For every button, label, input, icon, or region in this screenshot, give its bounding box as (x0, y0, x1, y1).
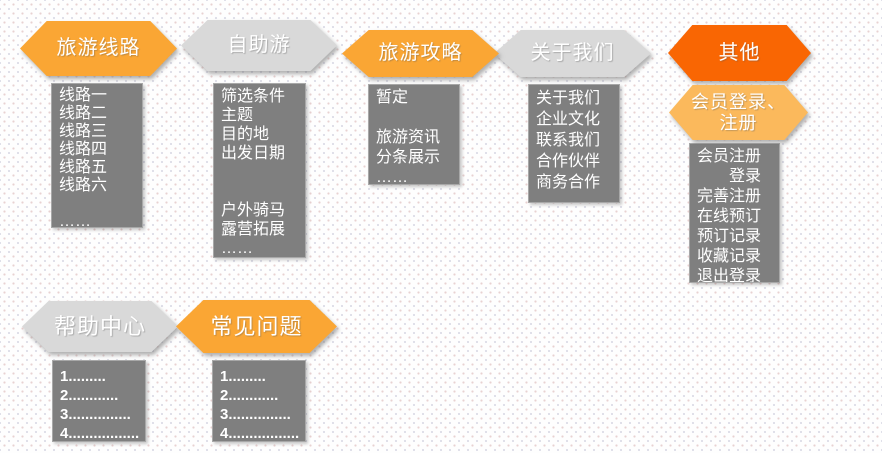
list-item: 4................. (60, 425, 140, 442)
node-other-label: 其他 (718, 41, 761, 64)
list-item: 旅游资讯 (376, 129, 441, 146)
list-item (221, 182, 301, 201)
hexagon-shape: 其他 (668, 25, 811, 81)
list-item: 出发日期 (221, 145, 286, 162)
self-guided-tour-list: 筛选条件主题目的地出发日期户外骑马露营拓展 …… (213, 83, 306, 258)
node-travel-guide: 旅游攻略 (342, 30, 499, 77)
list-item: 分条展示 (376, 149, 441, 166)
node-help-center-label: 帮助中心 (53, 313, 146, 339)
node-faq: 常见问题 (176, 300, 337, 353)
list-item: 筛选条件 (221, 88, 286, 105)
hexagon-shape: 旅游攻略 (342, 30, 499, 77)
list-item: 预订记录 (697, 228, 762, 245)
list-item: 关于我们 (536, 90, 601, 107)
list-item: 线路六 (59, 177, 108, 194)
node-other: 其他 (668, 25, 811, 81)
list-item: 3............... (220, 406, 291, 423)
list-item: 4................. (220, 425, 300, 442)
node-travel-routes-label: 旅游线路 (56, 37, 141, 59)
node-self-guided-tour: 自助游 (181, 20, 337, 71)
node-self-guided-tour-label: 自助游 (227, 34, 291, 56)
hexagon-shape: 常见问题 (176, 300, 337, 353)
about-us-list: 关于我们企业文化联系我们合作伙伴商务合作 (528, 84, 620, 203)
list-item: 完善注册 (697, 188, 762, 205)
list-item: 线路五 (59, 159, 108, 176)
list-item: 主题 (221, 107, 254, 124)
node-about-us-label: 关于我们 (530, 42, 615, 64)
list-item: 3............... (60, 406, 131, 423)
list-item: 线路三 (59, 123, 108, 140)
list-item: 线路四 (59, 141, 108, 158)
node-about-us: 关于我们 (494, 30, 651, 77)
node-faq-label: 常见问题 (210, 313, 303, 339)
hexagon-shape: 帮助中心 (22, 301, 178, 352)
node-help-center: 帮助中心 (22, 301, 178, 352)
list-item: 在线预订 (697, 208, 762, 225)
list-item: 收藏记录 (697, 248, 762, 265)
member-login-register-list: 会员注册 登录完善注册在线预订预订记录收藏记录退出登录 (689, 143, 780, 283)
travel-routes-list: 线路一线路二线路三线路四线路五线路六 …… (51, 83, 143, 228)
list-item: 户外骑马 (221, 202, 286, 219)
list-item: …… (376, 169, 408, 185)
list-item: 1......... (60, 368, 106, 385)
hexagon-shape: 关于我们 (494, 30, 651, 77)
hexagon-shape: 会员登录、 注册 (669, 85, 808, 140)
list-item: 露营拓展 (221, 221, 286, 238)
list-item: 暂定 (376, 89, 409, 106)
list-item: 线路一 (59, 87, 108, 104)
faq-list: 1......... 2............ 3............... 4… (212, 360, 306, 442)
list-item: 退出登录 (697, 268, 762, 283)
list-item (376, 108, 455, 128)
list-item: 企业文化 (536, 111, 601, 128)
node-member-login-register-label: 会员登录、 注册 (691, 91, 786, 133)
travel-guide-list: 暂定旅游资讯分条展示 …… (368, 84, 460, 185)
list-item: 合作伙伴 (536, 153, 601, 170)
list-item: 线路二 (59, 105, 108, 122)
list-item: 目的地 (221, 126, 270, 143)
list-item (59, 195, 138, 213)
list-item: 登录 (697, 168, 762, 185)
hexagon-shape: 自助游 (181, 20, 337, 71)
node-member-login-register: 会员登录、 注册 (669, 85, 808, 140)
list-item: …… (59, 213, 91, 228)
list-item: 2............ (60, 387, 119, 404)
help-center-list: 1......... 2............ 3............... 4… (52, 360, 146, 442)
list-item: 1......... (220, 368, 266, 385)
list-item (221, 163, 301, 182)
list-item: 会员注册 (697, 148, 762, 165)
list-item: …… (221, 240, 253, 257)
node-travel-routes: 旅游线路 (20, 21, 177, 76)
node-travel-guide-label: 旅游攻略 (378, 42, 463, 64)
list-item: 2............ (220, 387, 279, 404)
list-item: 联系我们 (536, 132, 601, 149)
hexagon-shape: 旅游线路 (20, 21, 177, 76)
list-item: 商务合作 (536, 174, 601, 191)
